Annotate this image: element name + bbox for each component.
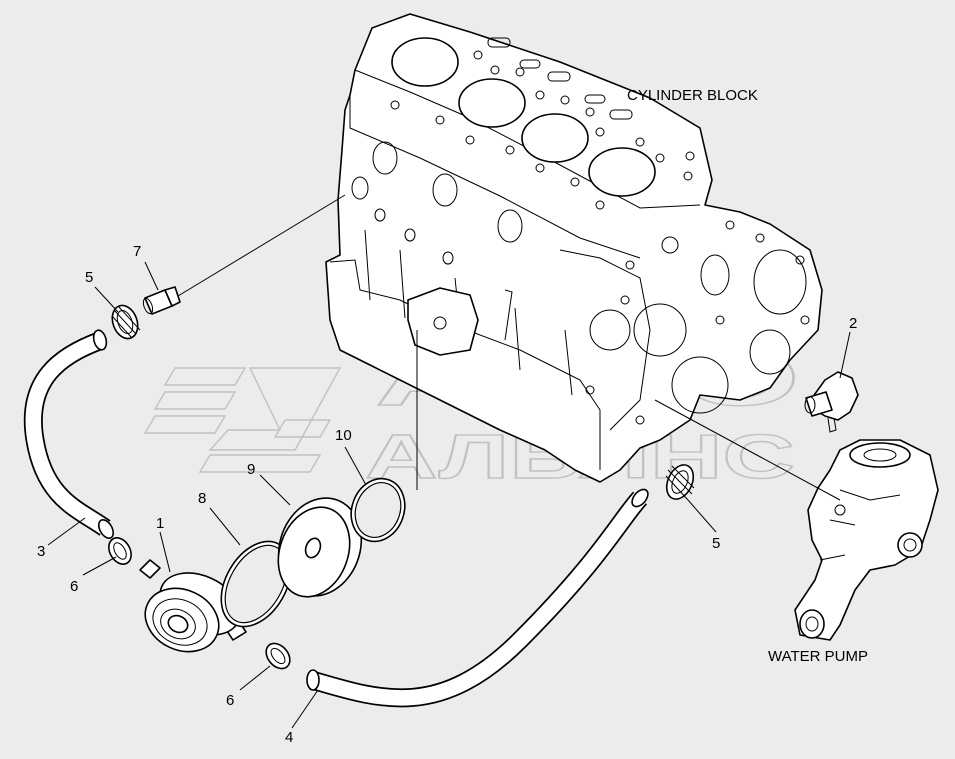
part-4-long-hose [306,488,649,708]
part-3-curved-hose [23,329,115,539]
part-2-elbow-fitting [804,371,859,433]
part-9-cover [277,497,363,598]
part-7-nipple [142,286,181,315]
callout-6-left: 6 [70,578,78,595]
callout-5-lower: 5 [712,535,720,552]
part-6-hose-clamp-left [108,537,132,565]
callout-5-upper: 5 [85,269,93,286]
leader-lines [47,261,851,729]
part-5-hose-clamp-lower [665,464,695,501]
callouts: 7 5 2 10 9 8 1 3 5 6 6 4 [37,243,857,746]
part-5-hose-clamp-upper [111,304,141,340]
part-8-o-ring [220,540,292,628]
callout-8: 8 [198,490,206,507]
callout-9: 9 [247,461,255,478]
assembly-lines [177,194,841,501]
callout-6-bottom: 6 [226,692,234,709]
part-10-o-ring [350,477,406,543]
caption-cylinder-block: CYLINDER BLOCK [627,87,758,104]
callout-10: 10 [335,427,352,444]
part-6-hose-clamp-bottom [265,642,291,670]
callout-7: 7 [133,243,141,260]
callout-2: 2 [849,315,857,332]
caption-water-pump: WATER PUMP [768,648,868,665]
callout-3: 3 [37,543,45,560]
callout-4: 4 [285,729,293,746]
cylinder-block [325,13,823,483]
callout-1: 1 [156,515,164,532]
water-pump [794,439,939,641]
watermark-emblem [143,367,342,473]
